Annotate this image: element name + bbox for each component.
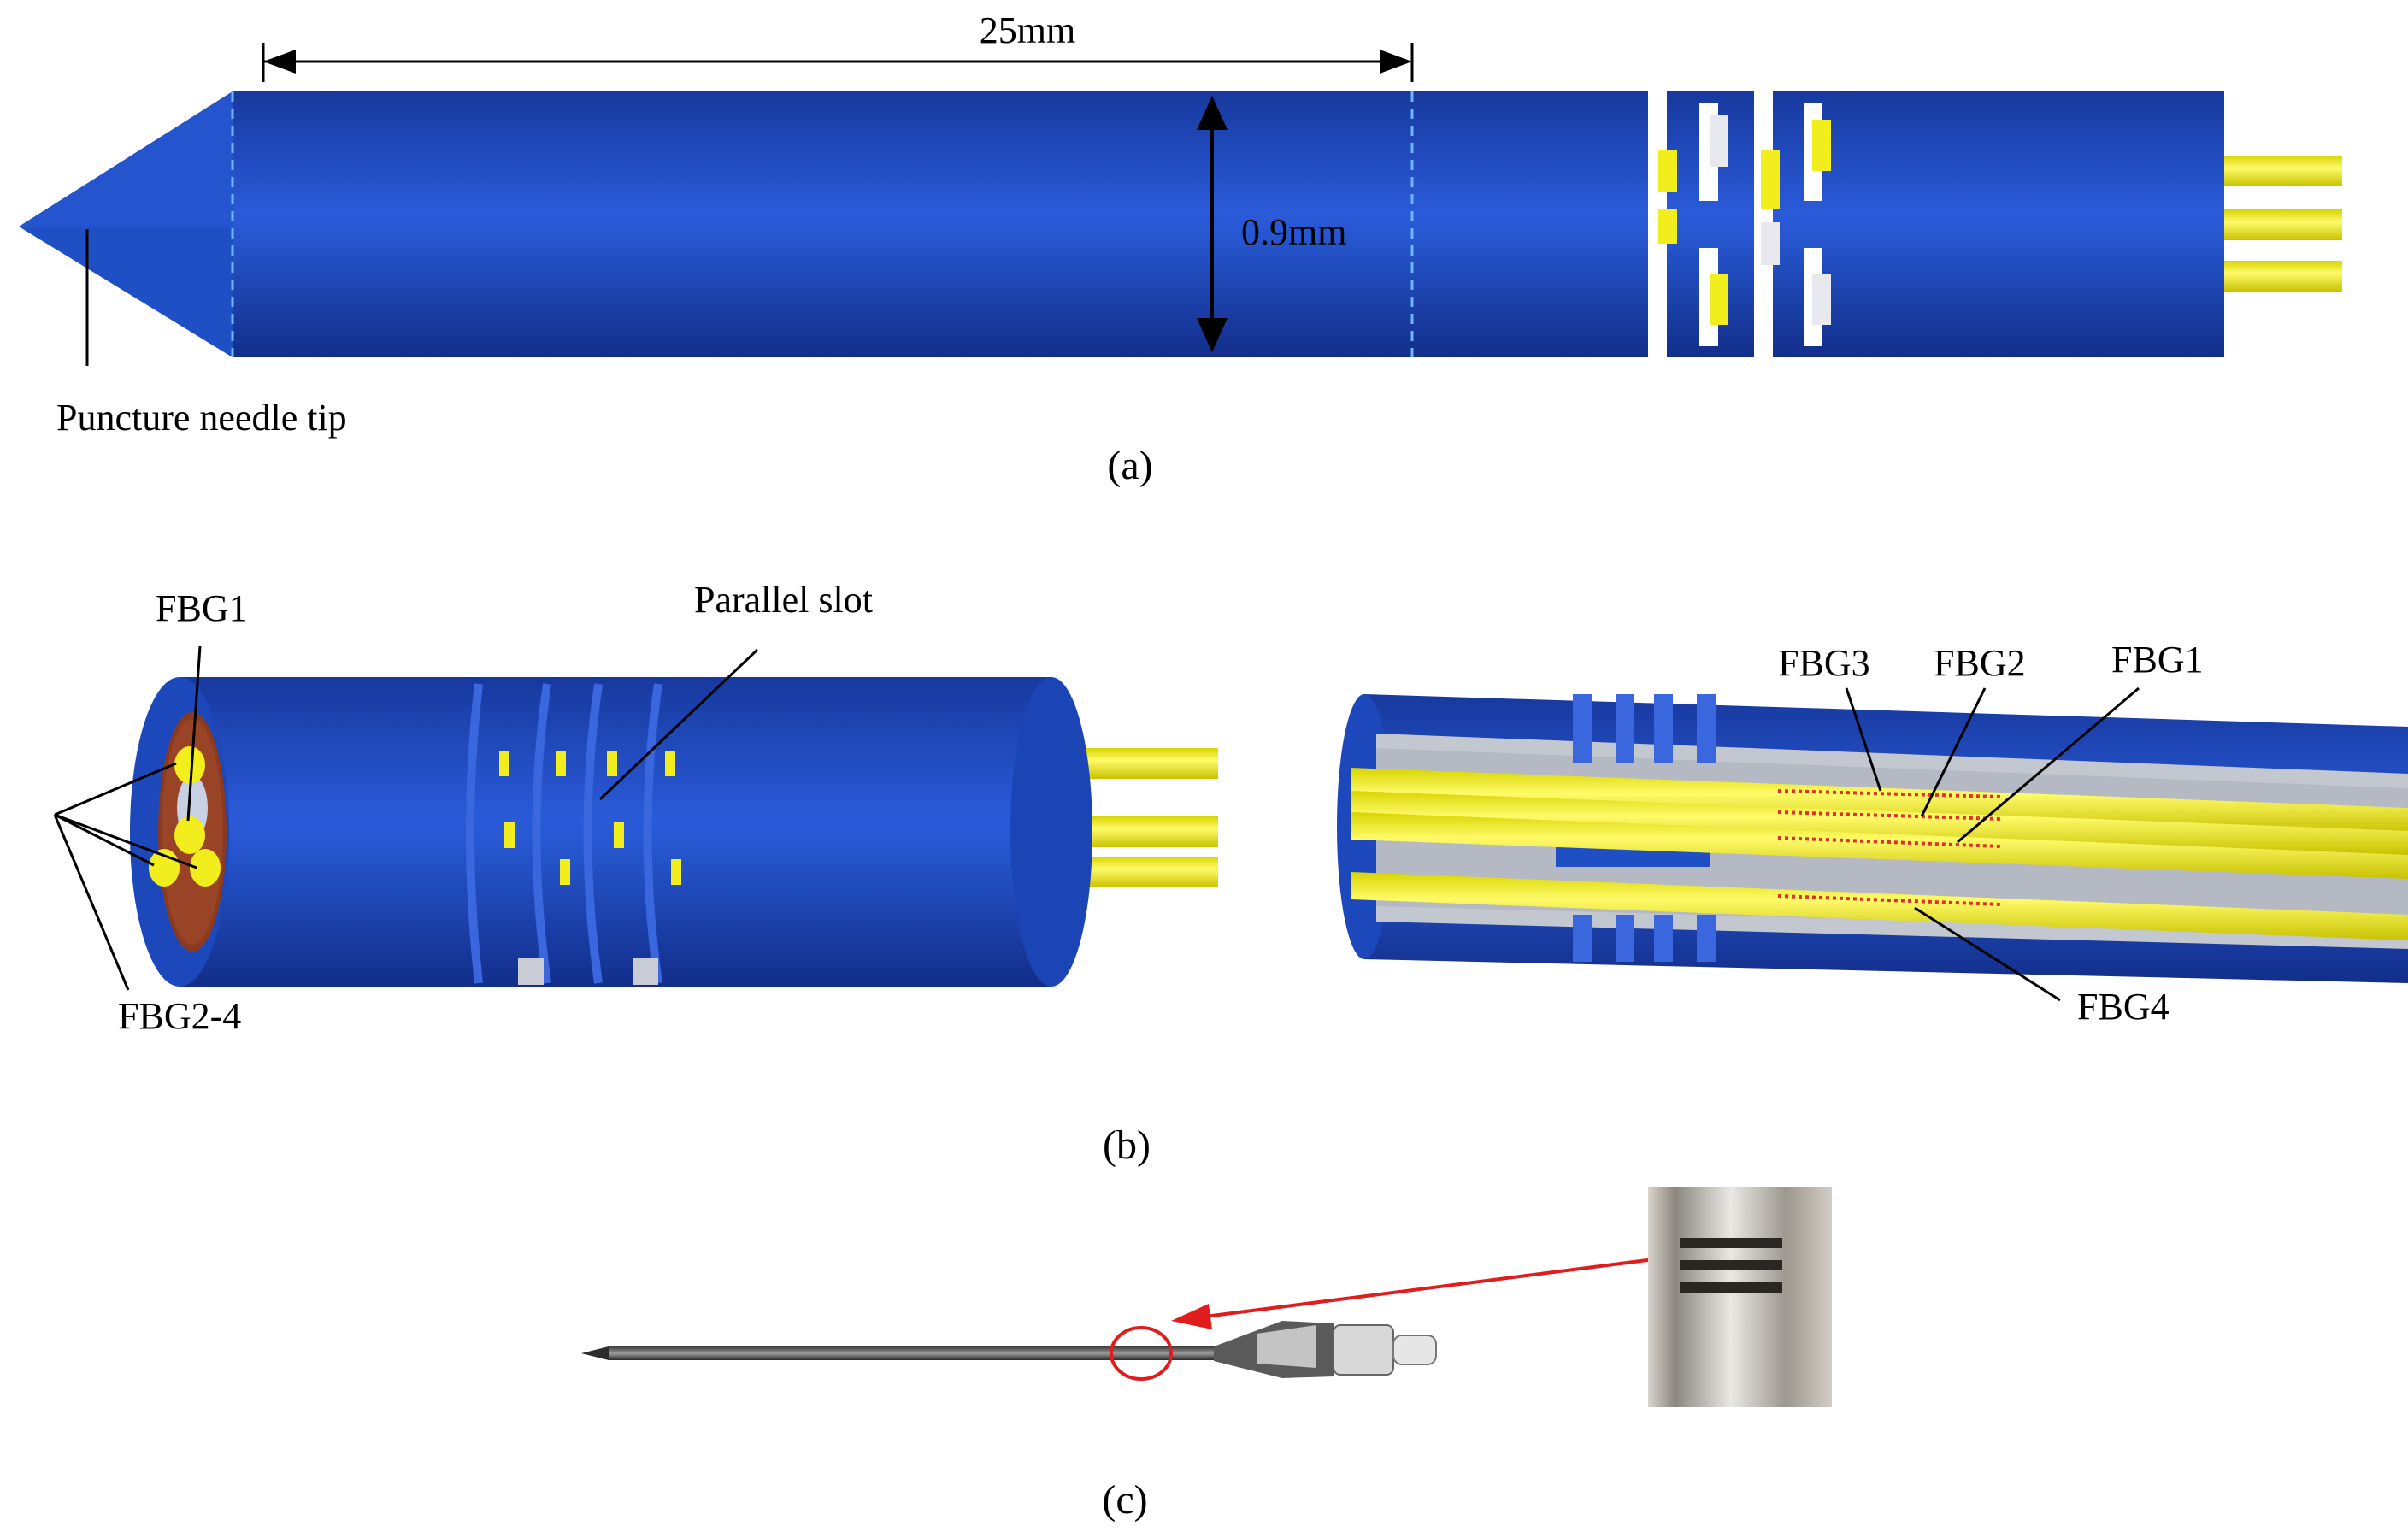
photo-needle-hub <box>1214 1321 1437 1378</box>
panel-a: 25mm 0.9mm Puncture needle tip (a) <box>19 9 2342 488</box>
right-fibers <box>1351 768 2408 940</box>
left-slots <box>466 683 662 984</box>
zoom-arrow <box>1204 1258 1655 1318</box>
panel-b-caption: (b) <box>1103 1122 1151 1168</box>
panel-a-slots <box>1648 91 1831 357</box>
slot-highlight-circle <box>1110 1326 1173 1381</box>
panel-b-right: FBG3 FBG2 FBG1 FBG4 <box>1337 639 2408 1028</box>
panel-c-caption: (c) <box>1102 1477 1147 1523</box>
photo-needle-shaft <box>609 1346 1241 1360</box>
panel-a-fibers <box>2214 156 2342 292</box>
length-label: 25mm <box>980 9 1075 51</box>
panel-a-caption: (a) <box>1107 443 1152 488</box>
right-fbg3-label: FBG3 <box>1778 642 1870 684</box>
right-fbg2-label: FBG2 <box>1934 642 2026 684</box>
photo-needle-tip <box>581 1346 609 1360</box>
diameter-label: 0.9mm <box>1241 211 1346 253</box>
needle-body <box>233 91 2224 357</box>
slot-label: Parallel slot <box>694 579 873 621</box>
tip-label: Puncture needle tip <box>56 397 347 439</box>
left-fbg1-label: FBG1 <box>156 587 248 629</box>
panel-b-left: FBG1 FBG2-4 Parallel slot <box>53 579 1218 1037</box>
right-gratings <box>1777 789 2001 906</box>
right-fbg4-label: FBG4 <box>2077 986 2170 1028</box>
right-fbg1-label: FBG1 <box>2111 639 2204 681</box>
panel-c <box>581 1187 1832 1407</box>
left-fbg24-label: FBG2-4 <box>118 995 241 1037</box>
zoom-photo <box>1648 1187 1832 1407</box>
